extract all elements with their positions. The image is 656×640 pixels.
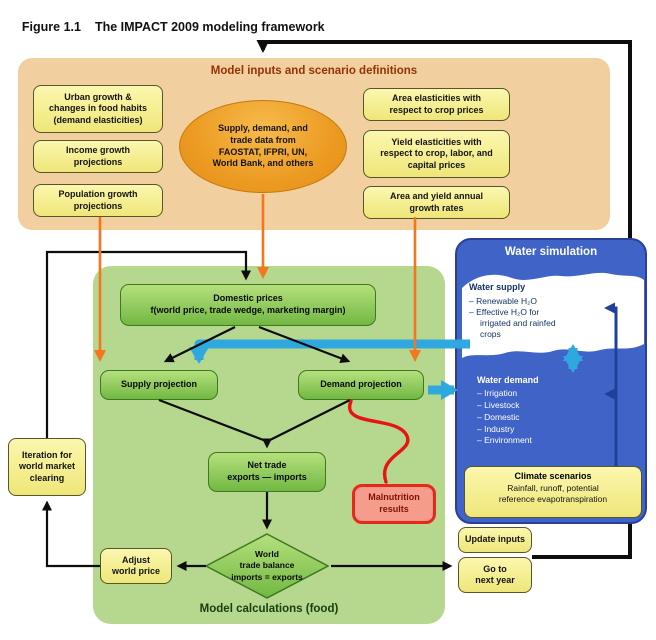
malnutrition-results-box: Malnutrition results xyxy=(352,484,436,524)
adjust-world-price-box: Adjust world price xyxy=(100,548,172,584)
water-supply-title: Water supply xyxy=(469,282,526,292)
climate-scenarios-box: Climate scenarios Rainfall, runoff, pote… xyxy=(464,466,642,518)
water-simulation-panel: Water simulation Water supply – Renewabl… xyxy=(455,238,647,524)
water-demand-item: – Domestic xyxy=(477,411,520,422)
domestic-prices-box: Domestic prices f(world price, trade wed… xyxy=(120,284,376,326)
water-supply-item: – Effective H₂O for irrigated and rainfe… xyxy=(469,306,556,339)
water-simulation-title: Water simulation xyxy=(504,246,598,258)
figure-caption: Figure 1.1 The IMPACT 2009 modeling frame… xyxy=(8,6,325,48)
input-box-urban-growth: Urban growth & changes in food habits (d… xyxy=(33,85,163,133)
next-year-box: Go to next year xyxy=(458,557,532,593)
input-box-growth-rates: Area and yield annual growth rates xyxy=(363,186,510,219)
data-sources-ellipse: Supply, demand, and trade data from FAOS… xyxy=(179,100,347,193)
update-inputs-box: Update inputs xyxy=(458,527,532,553)
demand-projection-box: Demand projection xyxy=(298,370,424,400)
climate-scenarios-title: Climate scenarios xyxy=(514,471,592,481)
input-box-income-growth: Income growth projections xyxy=(33,140,163,173)
water-demand-item: – Environment xyxy=(477,435,532,446)
water-demand-block: Water demand – Irrigation – Livestock – … xyxy=(477,374,607,447)
model-inputs-title: Model inputs and scenario definitions xyxy=(210,65,418,77)
water-demand-item: – Industry xyxy=(477,423,515,434)
iteration-box: Iteration for world market clearing xyxy=(8,438,86,496)
water-demand-title: Water demand xyxy=(477,375,539,385)
input-box-area-elasticities: Area elasticities with respect to crop p… xyxy=(363,88,510,121)
water-demand-item: – Livestock xyxy=(477,400,520,411)
model-inputs-panel: Model inputs and scenario definitions Ur… xyxy=(18,58,610,230)
trade-balance-label: World trade balance imports = exports xyxy=(231,549,303,582)
input-box-yield-elasticities: Yield elasticities with respect to crop,… xyxy=(363,130,510,178)
climate-scenarios-body: Rainfall, runoff, potential reference ev… xyxy=(498,483,608,504)
water-supply-item: – Renewable H₂O xyxy=(469,295,538,306)
input-box-population-growth: Population growth projections xyxy=(33,184,163,217)
water-supply-block: Water supply – Renewable H₂O – Effective… xyxy=(469,282,581,340)
supply-projection-box: Supply projection xyxy=(100,370,218,400)
trade-balance-diamond: World trade balance imports = exports xyxy=(205,533,329,599)
figure-label: Figure 1.1 xyxy=(21,20,81,34)
net-trade-box: Net trade exports — imports xyxy=(208,452,326,492)
water-demand-item: – Irrigation xyxy=(477,388,518,399)
figure-title: The IMPACT 2009 modeling framework xyxy=(94,20,325,34)
model-calculations-title: Model calculations (food) xyxy=(199,603,339,615)
